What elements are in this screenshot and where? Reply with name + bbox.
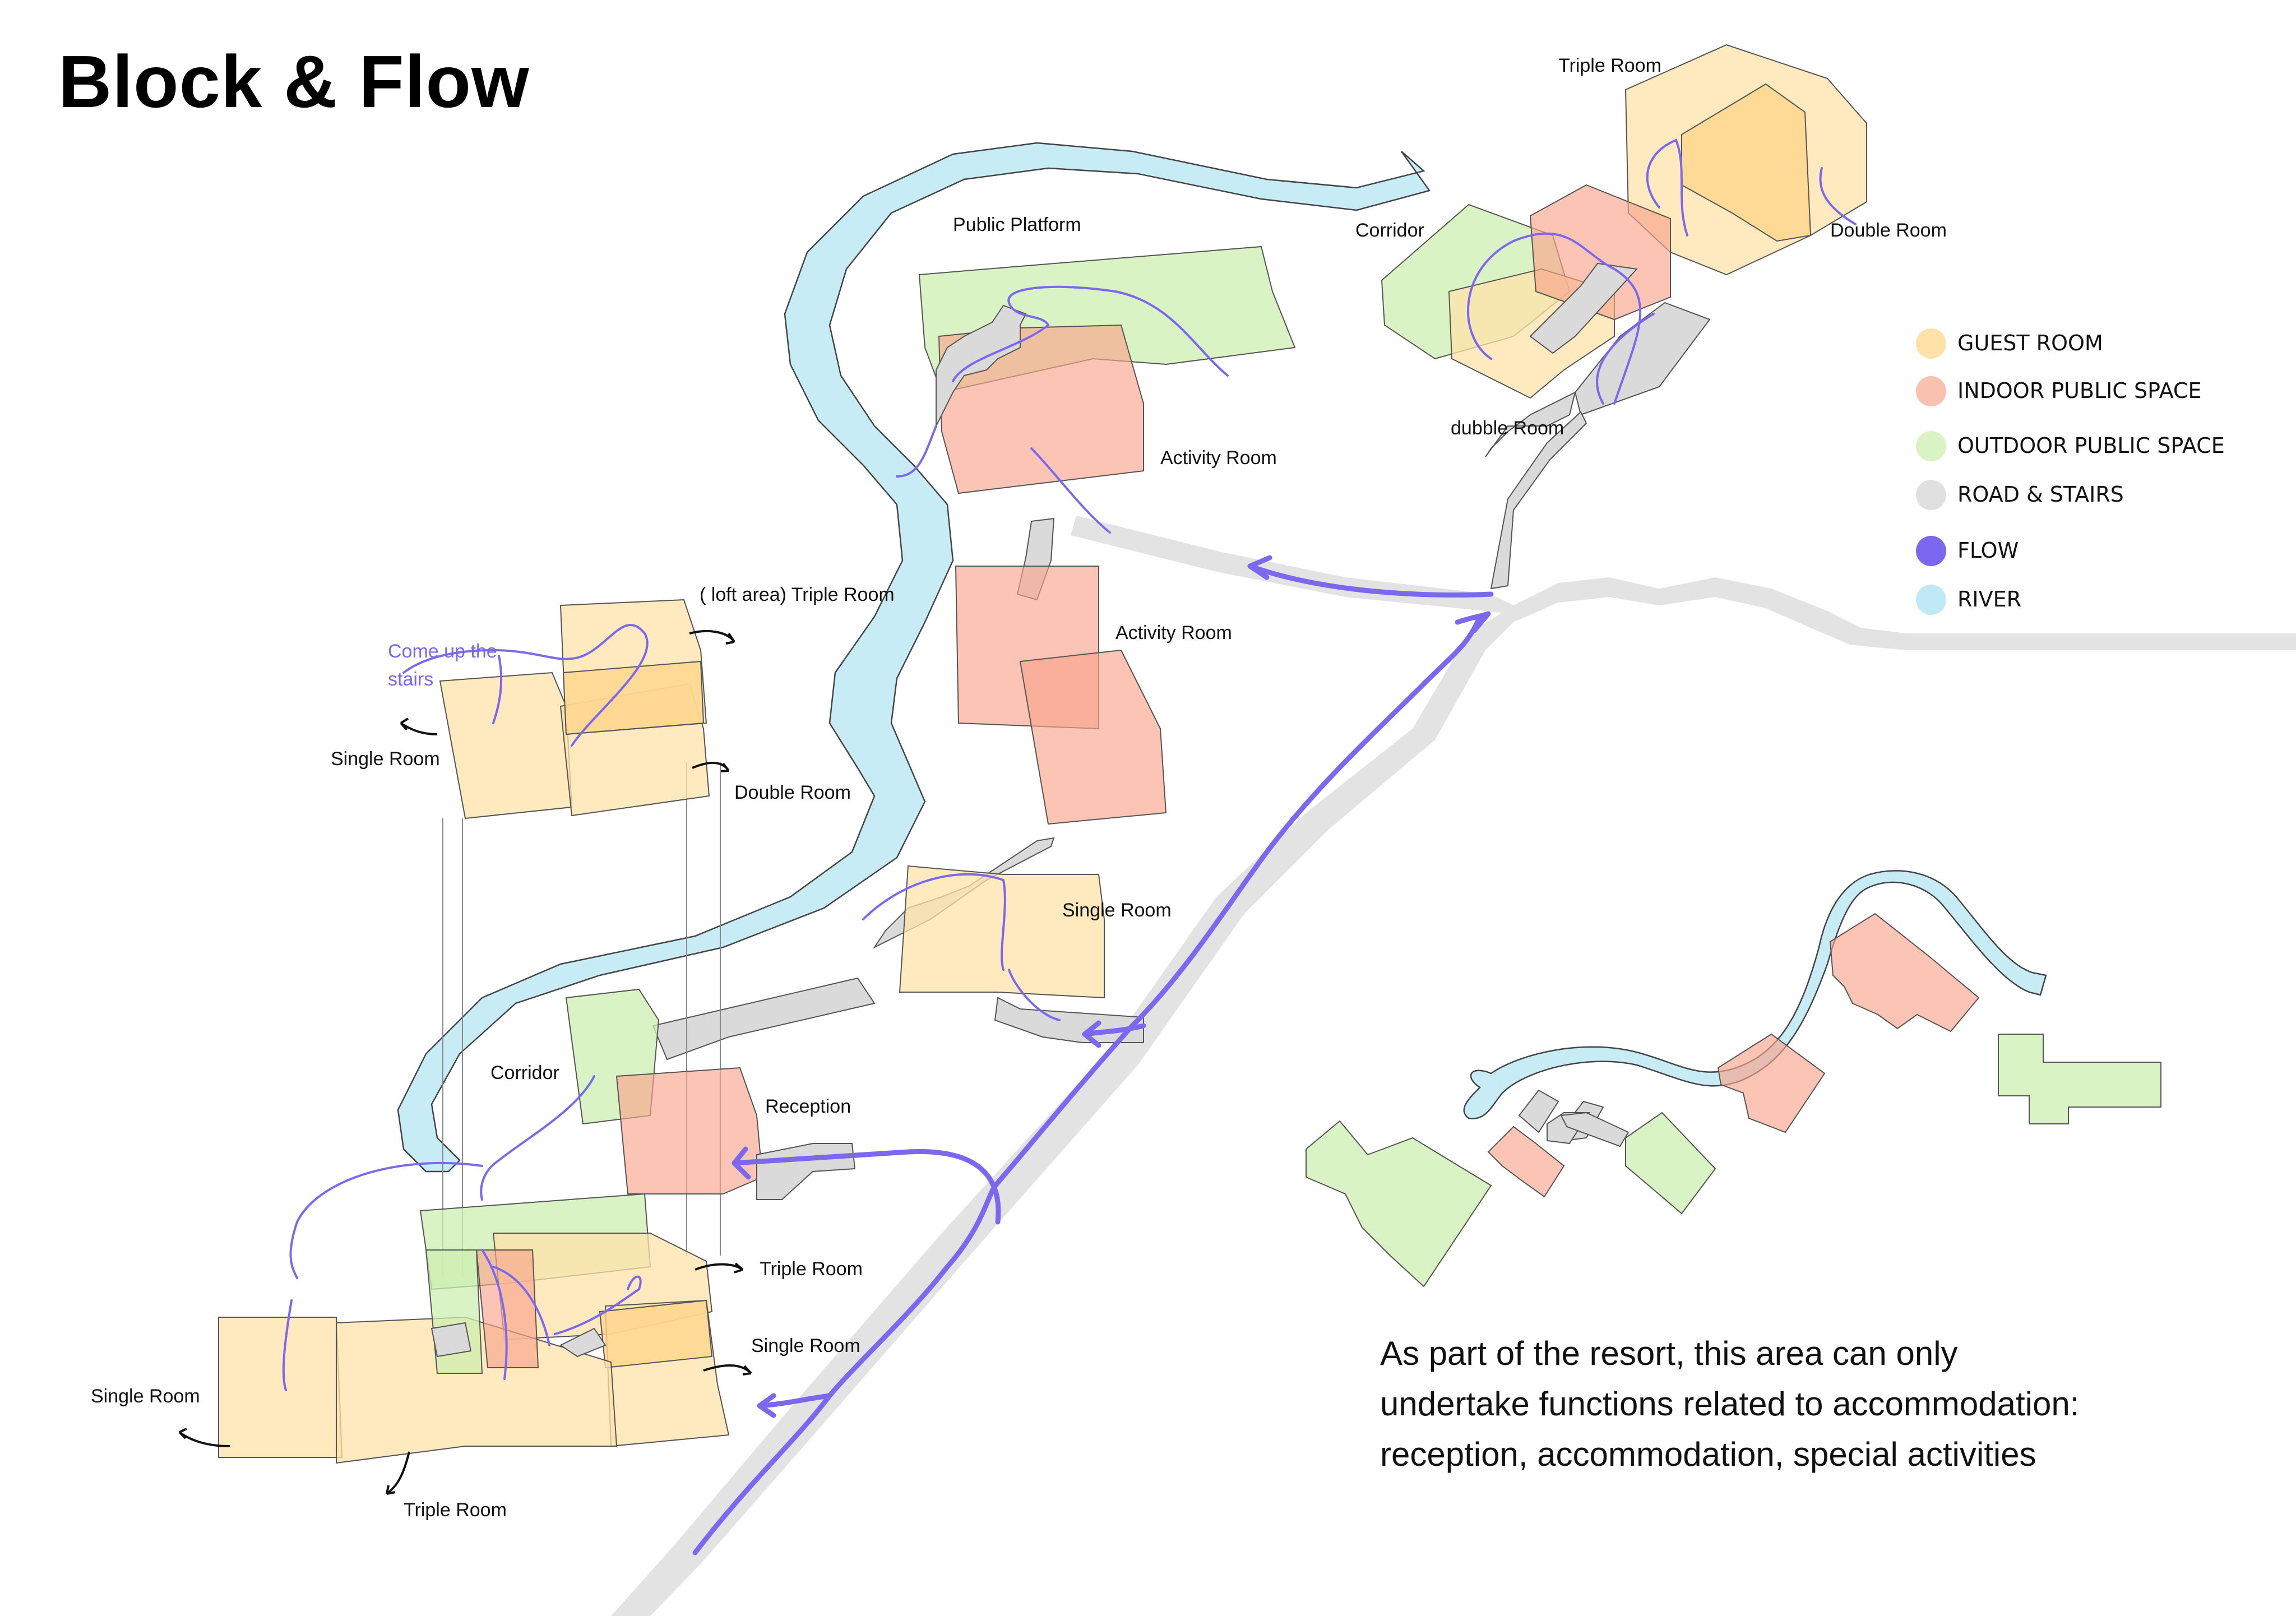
label-double-room-upper: Double Room (734, 782, 851, 803)
note-line-1: As part of the resort, this area can onl… (1380, 1335, 1958, 1372)
description-note: As part of the resort, this area can onl… (1380, 1328, 2221, 1480)
single-room-block-low-left (218, 1317, 343, 1458)
reception-block (615, 1067, 763, 1194)
double-room-block-top (1681, 83, 1812, 242)
activity-room-2-cluster (955, 517, 1167, 825)
site-mini-plan (1306, 870, 2161, 1288)
label-come-up-line2: stairs (388, 669, 433, 690)
label-dubble-room: dubble Room (1451, 418, 1564, 439)
top-right-cluster (1381, 44, 1867, 590)
legend-swatch-2 (1916, 431, 1946, 461)
label-single-room-upper: Single Room (331, 748, 440, 770)
label-triple-room-top: Triple Room (1558, 55, 1661, 76)
label-single-room-low-right: Single Room (751, 1335, 860, 1356)
legend-label-1: INDOOR PUBLIC SPACE (1957, 378, 2201, 403)
main-flow (692, 555, 1494, 1555)
label-public-platform: Public Platform (953, 214, 1081, 235)
single-room-mid-cluster (652, 837, 1144, 1061)
legend-swatch-3 (1916, 480, 1946, 510)
activity-room-block-2b (1019, 649, 1167, 825)
lower-left-cluster (218, 988, 856, 1464)
label-double-room-top: Double Room (1830, 220, 1947, 241)
legend-swatch-5 (1916, 585, 1946, 615)
legend-swatch-0 (1916, 328, 1946, 359)
legend-label-3: ROAD & STAIRS (1957, 482, 2124, 507)
page-title: Block & Flow (58, 40, 530, 123)
indoor-block-top (1529, 184, 1671, 321)
label-triple-room-low-right: Triple Room (760, 1258, 863, 1280)
label-triple-room-bottom: Triple Room (404, 1499, 507, 1521)
label-activity-room-1: Activity Room (1160, 447, 1277, 469)
legend-swatch-1 (1916, 376, 1946, 406)
label-single-room-mid: Single Room (1062, 900, 1172, 921)
note-line-2: undertake functions related to accommoda… (1380, 1385, 2080, 1423)
river (397, 142, 1431, 1173)
legend-swatch-4 (1916, 536, 1946, 566)
label-loft-triple-room: ( loft area) Triple Room (700, 584, 895, 605)
public-platform-cluster (896, 246, 1296, 534)
label-corridor-top: Corridor (1355, 220, 1424, 241)
label-corridor-low: Corridor (490, 1062, 559, 1083)
note-line-3: reception, accommodation, special activi… (1380, 1436, 2036, 1473)
label-reception: Reception (765, 1096, 851, 1117)
legend-label-0: GUEST ROOM (1957, 331, 2103, 355)
pointer-arrows (178, 629, 752, 1495)
single-room-block-upper (439, 672, 573, 819)
label-come-up-line1: Come up the (388, 641, 497, 662)
single-room-block-mid (899, 865, 1105, 999)
label-activity-room-2: Activity Room (1115, 622, 1232, 643)
legend-label-5: RIVER (1957, 587, 2021, 612)
upper-left-cluster (402, 599, 721, 1278)
legend-label-2: OUTDOOR PUBLIC SPACE (1957, 433, 2225, 458)
labels: Triple Room Double Room Corridor dubble … (91, 55, 1947, 1521)
main-road (611, 516, 2296, 1616)
legend-label-4: FLOW (1957, 538, 2019, 563)
legend: GUEST ROOM INDOOR PUBLIC SPACE OUTDOOR PUB… (1916, 328, 2225, 615)
label-single-room-low-left: Single Room (91, 1386, 200, 1407)
